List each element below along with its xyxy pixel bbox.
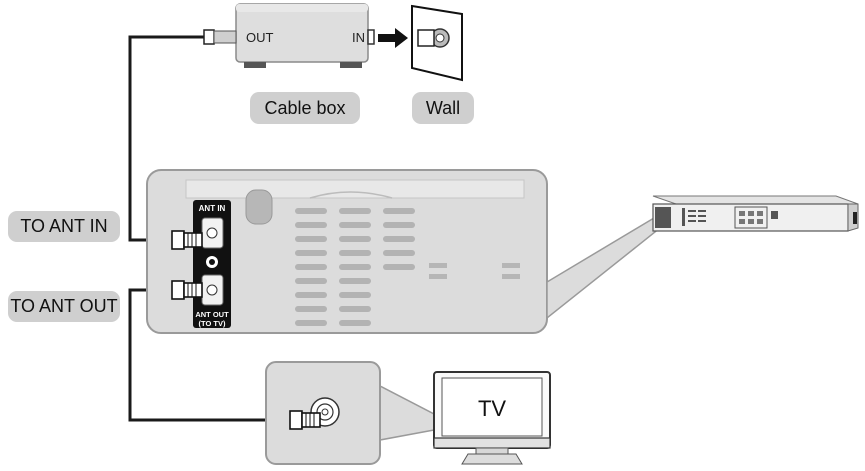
vent-slot	[295, 320, 327, 326]
vent-slot	[295, 264, 327, 270]
panel-vents	[295, 208, 415, 326]
vent-slot	[339, 250, 371, 256]
plug-tv	[289, 410, 321, 430]
vent-slot	[339, 208, 371, 214]
vent-slot	[295, 208, 327, 214]
vent-slot	[339, 320, 371, 326]
vent-slot	[295, 222, 327, 228]
ant-out-sub-label: (TO TV)	[199, 319, 226, 328]
ant-out-label: ANT OUT	[195, 310, 229, 319]
tv-icon: TV	[433, 371, 551, 465]
tv-zoom-wedge	[379, 384, 435, 441]
antenna-jack-block: ANT IN ANT OUT (TO TV)	[193, 200, 231, 328]
vent-slot	[295, 292, 327, 298]
vent-slot	[383, 222, 415, 228]
vent-slot	[295, 236, 327, 242]
wall-outlet	[411, 4, 463, 82]
cable-box-label: Cable box	[250, 92, 360, 124]
cable-box-out-connector	[203, 29, 237, 45]
vent-slot	[383, 264, 415, 270]
tv-jack-zoom	[265, 361, 381, 465]
vent-slot	[339, 292, 371, 298]
cable-box-in-label: IN	[352, 30, 365, 45]
vent-slot	[339, 264, 371, 270]
cable-box-out-label: OUT	[246, 30, 274, 45]
player-device	[652, 195, 859, 232]
tv-label: TV	[478, 396, 506, 421]
to-ant-out-label: TO ANT OUT	[8, 291, 120, 322]
plug-ant-out	[171, 280, 203, 300]
panel-small-blocks	[429, 263, 520, 279]
arrow-icon	[378, 28, 408, 48]
vent-slot	[383, 236, 415, 242]
ant-in-label: ANT IN	[199, 204, 226, 213]
vent-slot	[295, 250, 327, 256]
vent-slot	[339, 306, 371, 312]
wall-label: Wall	[412, 92, 474, 124]
zoom-wedge	[546, 216, 661, 320]
vent-slot	[295, 278, 327, 284]
vent-slot	[339, 236, 371, 242]
to-ant-in-label: TO ANT IN	[8, 211, 120, 242]
vent-slot	[339, 222, 371, 228]
cable-box: OUT IN	[235, 3, 375, 68]
vent-slot	[339, 278, 371, 284]
vent-slot	[383, 250, 415, 256]
vent-slot	[295, 306, 327, 312]
plug-ant-in	[171, 230, 203, 250]
vent-slot	[383, 208, 415, 214]
